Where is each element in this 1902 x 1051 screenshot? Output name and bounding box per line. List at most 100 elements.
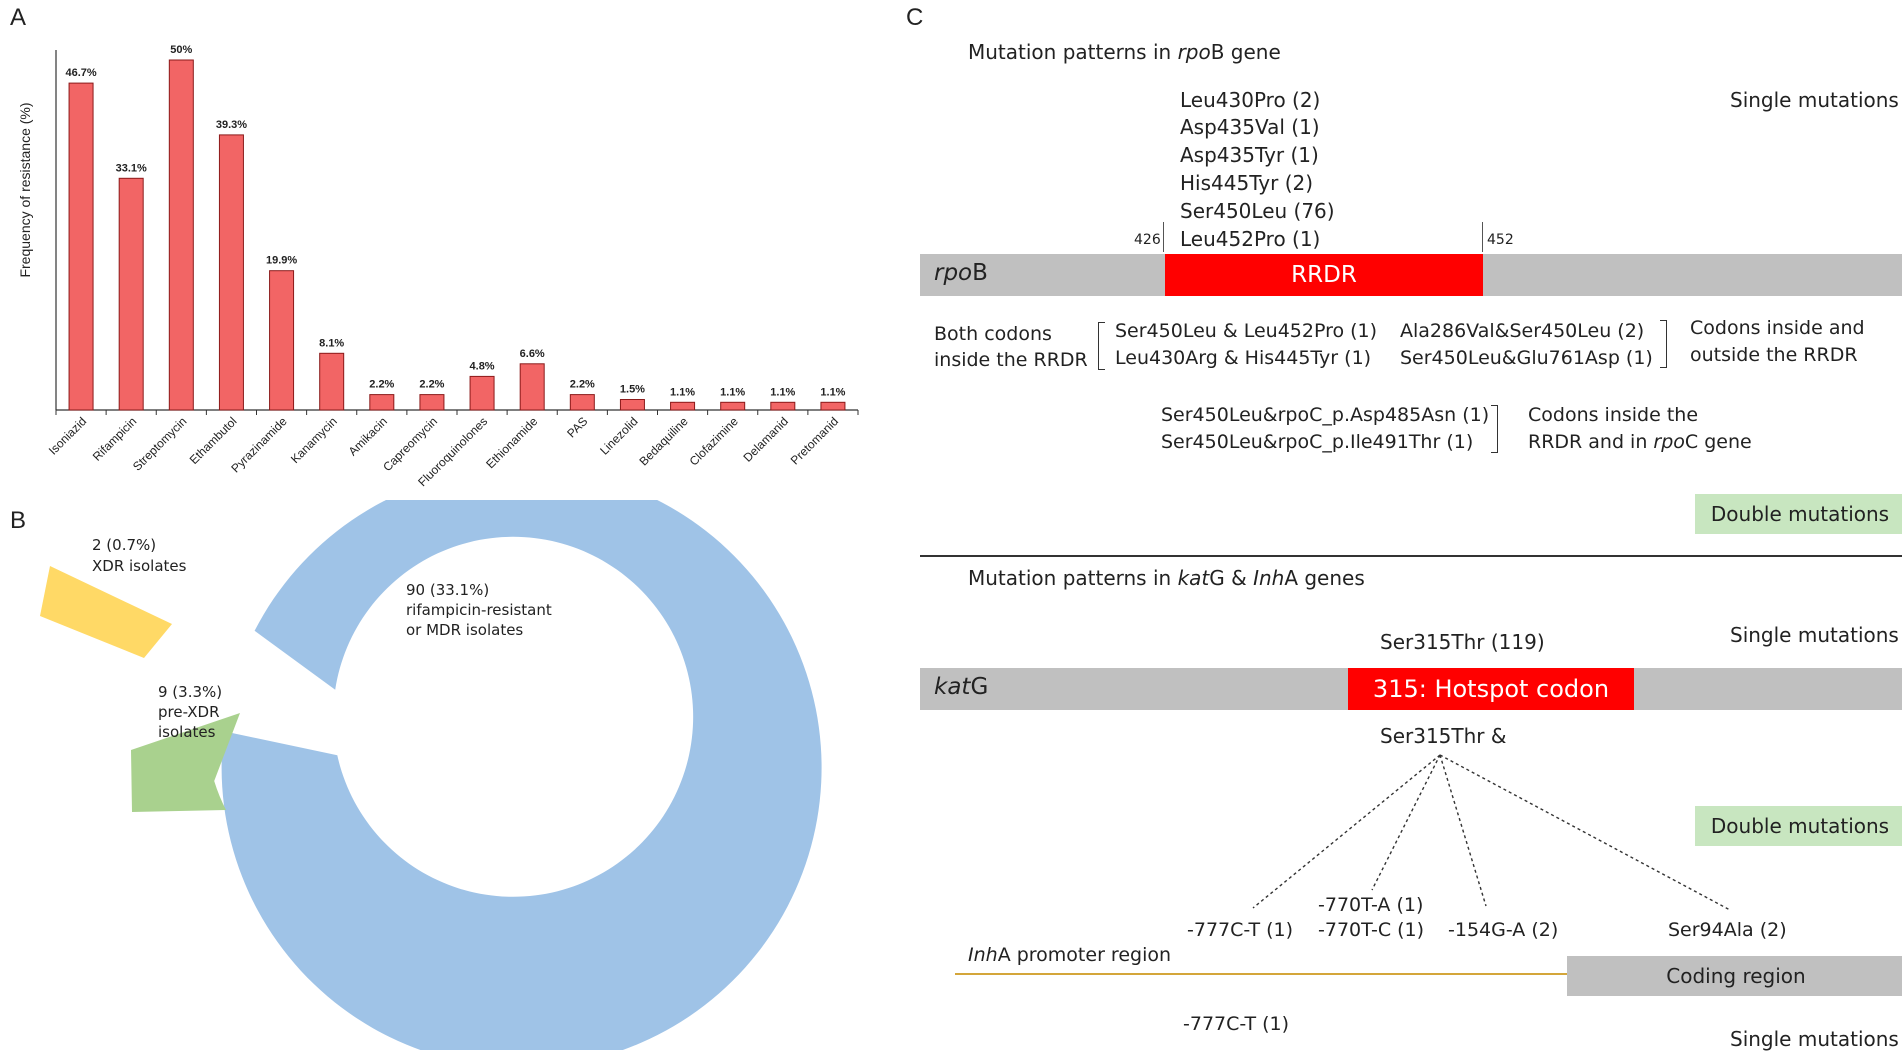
bar-value-label: 2.2% xyxy=(369,379,394,391)
both-inside-bracket xyxy=(1098,322,1105,370)
bar-value-label: 1.1% xyxy=(720,386,745,398)
bar-isoniazid xyxy=(68,82,94,411)
both-inside-label-2: inside the RRDR xyxy=(934,349,1088,371)
both-inside-mut-2: Leu430Arg & His445Tyr (1) xyxy=(1115,347,1372,369)
rpob-heading: Mutation patterns in rpoB gene xyxy=(968,40,1281,64)
x-tick-label: Pretomanid xyxy=(788,414,841,467)
x-tick-label: Ethionamide xyxy=(483,414,540,471)
combo-dashed-lines xyxy=(1252,754,1731,911)
combo-mut-770a: -770T-A (1) xyxy=(1318,894,1424,916)
bottom-single-label: Single mutations xyxy=(1730,1027,1899,1051)
rrdr-region: RRDR xyxy=(1165,254,1483,296)
donut-slice-xdr xyxy=(40,566,172,658)
combo-mut-154: -154G-A (2) xyxy=(1448,919,1559,941)
bar-clofazimine xyxy=(720,401,746,411)
bottom-single-mut: -777C-T (1) xyxy=(1183,1013,1290,1035)
bar-value-label: 1.1% xyxy=(770,386,795,398)
bar-value-label: 2.2% xyxy=(419,379,444,391)
x-tick-label: Isoniazid xyxy=(46,414,89,457)
bar-amikacin xyxy=(369,394,395,411)
katg-single-mut: Ser315Thr (119) xyxy=(1380,630,1545,654)
x-tick-label: Kanamycin xyxy=(288,414,340,466)
combo-mut-770c: -770T-C (1) xyxy=(1318,919,1425,941)
in-out-label-2: outside the RRDR xyxy=(1690,344,1858,366)
x-tick-label: Amikacin xyxy=(346,414,390,458)
x-tick-label: Clofazimine xyxy=(687,414,741,468)
bar-value-label: 1.5% xyxy=(620,384,645,396)
rpob-single-mut-5: Ser450Leu (76) xyxy=(1180,199,1335,223)
rpob-single-mut-6: Leu452Pro (1) xyxy=(1180,227,1321,251)
panel-label-c: C xyxy=(906,4,924,31)
rpob-single-mut-3: Asp435Tyr (1) xyxy=(1180,143,1319,167)
rpob-single-label: Single mutations xyxy=(1730,88,1899,112)
bar-delamanid xyxy=(770,401,796,411)
in-out-bracket xyxy=(1660,320,1667,368)
bar-kanamycin xyxy=(319,352,345,411)
bar-pretomanid xyxy=(820,401,846,411)
panel-label-b: B xyxy=(10,507,27,534)
bar-linezolid xyxy=(619,399,645,411)
inha-promoter-line xyxy=(955,973,1567,975)
bar-streptomycin xyxy=(168,59,194,411)
rpoc-mut-1: Ser450Leu&rpoC_p.Asp485Asn (1) xyxy=(1161,404,1490,426)
xdr-label-line1: 2 (0.7%) xyxy=(92,536,156,554)
both-inside-label-1: Both codons xyxy=(934,323,1052,345)
bar-value-label: 33.1% xyxy=(116,162,147,174)
pre-xdr-label-line1: 9 (3.3%) xyxy=(158,683,222,701)
isolates-donut-chart: 90 (33.1%) rifampicin-resistant or MDR i… xyxy=(40,500,822,1050)
bar-capreomycin xyxy=(419,394,445,411)
rpob-gene-name: rpoB xyxy=(934,260,988,286)
bar-chart-ylabel: Frequency of resistance (%) xyxy=(17,102,33,277)
rpoc-mut-2: Ser450Leu&rpoC_p.Ile491Thr (1) xyxy=(1161,431,1474,453)
rpob-pos-426: 426 xyxy=(1134,232,1161,248)
rpob-pos-452: 452 xyxy=(1487,232,1514,248)
mdr-label-line2: rifampicin-resistant xyxy=(406,601,552,619)
resistance-bar-chart: Frequency of resistance (%) 46.7% Isoniaz… xyxy=(17,44,859,489)
panel-c-divider xyxy=(920,555,1902,557)
rpob-single-mut-1: Leu430Pro (2) xyxy=(1180,88,1321,112)
rpoc-label-1: Codons inside the xyxy=(1528,404,1699,426)
pre-xdr-label-line2: pre-XDR xyxy=(158,703,220,721)
in-out-mut-2: Ser450Leu&Glu761Asp (1) xyxy=(1400,347,1653,369)
x-tick-label: Ethambutol xyxy=(187,414,240,467)
x-tick-label: Bedaquiline xyxy=(636,414,690,468)
rpoc-label-2: RRDR and in rpoC gene xyxy=(1528,431,1752,453)
rpob-pos-452-tick xyxy=(1482,222,1483,252)
pre-xdr-label-line3: isolates xyxy=(158,723,216,741)
combo-mut-ser94: Ser94Ala (2) xyxy=(1668,919,1787,941)
katg-single-label: Single mutations xyxy=(1730,623,1899,647)
in-out-label-1: Codons inside and xyxy=(1690,317,1865,339)
combo-mut-777: -777C-T (1) xyxy=(1187,919,1294,941)
donut-slice-pre-xdr xyxy=(131,713,240,812)
bars-group: 46.7% Isoniazid 33.1% Rifampicin 50% Streptom… xyxy=(46,44,859,489)
x-tick-label: Rifampicin xyxy=(90,414,140,464)
rpob-single-mut-4: His445Tyr (2) xyxy=(1180,171,1314,195)
bar-value-label: 39.3% xyxy=(216,119,247,131)
katg-hotspot-codon: 315: Hotspot codon xyxy=(1348,668,1634,710)
bar-value-label: 6.6% xyxy=(520,348,545,360)
bar-value-label: 46.7% xyxy=(65,67,96,79)
inha-promoter-label: InhA promoter region xyxy=(968,944,1172,966)
bar-pas xyxy=(569,394,595,411)
katg-gene-name: katG xyxy=(934,674,989,700)
rpob-double-mutations-box: Double mutations xyxy=(1695,494,1902,534)
coding-region-bar: Coding region xyxy=(1567,956,1902,996)
bar-bedaquiline xyxy=(670,401,696,411)
bar-pyrazinamide xyxy=(269,270,295,411)
bar-value-label: 1.1% xyxy=(820,386,845,398)
x-tick-label: Delamanid xyxy=(740,414,790,464)
x-tick-label: PAS xyxy=(564,414,590,440)
bar-value-label: 1.1% xyxy=(670,386,695,398)
x-tick-label: Streptomycin xyxy=(130,414,189,473)
mdr-label-line3: or MDR isolates xyxy=(406,621,523,639)
bar-value-label: 50% xyxy=(170,44,192,56)
katg-double-mutations-box: Double mutations xyxy=(1695,806,1902,846)
donut-slice-mdr xyxy=(221,500,822,1050)
rpoc-bracket xyxy=(1491,405,1498,453)
bar-fluoroquinolones xyxy=(469,375,495,411)
katg-combo-label: Ser315Thr & xyxy=(1380,724,1507,748)
bar-value-label: 19.9% xyxy=(266,255,297,267)
x-tick-label: Linezolid xyxy=(597,414,640,457)
rpob-pos-426-tick xyxy=(1163,222,1164,252)
bar-ethambutol xyxy=(218,134,244,411)
